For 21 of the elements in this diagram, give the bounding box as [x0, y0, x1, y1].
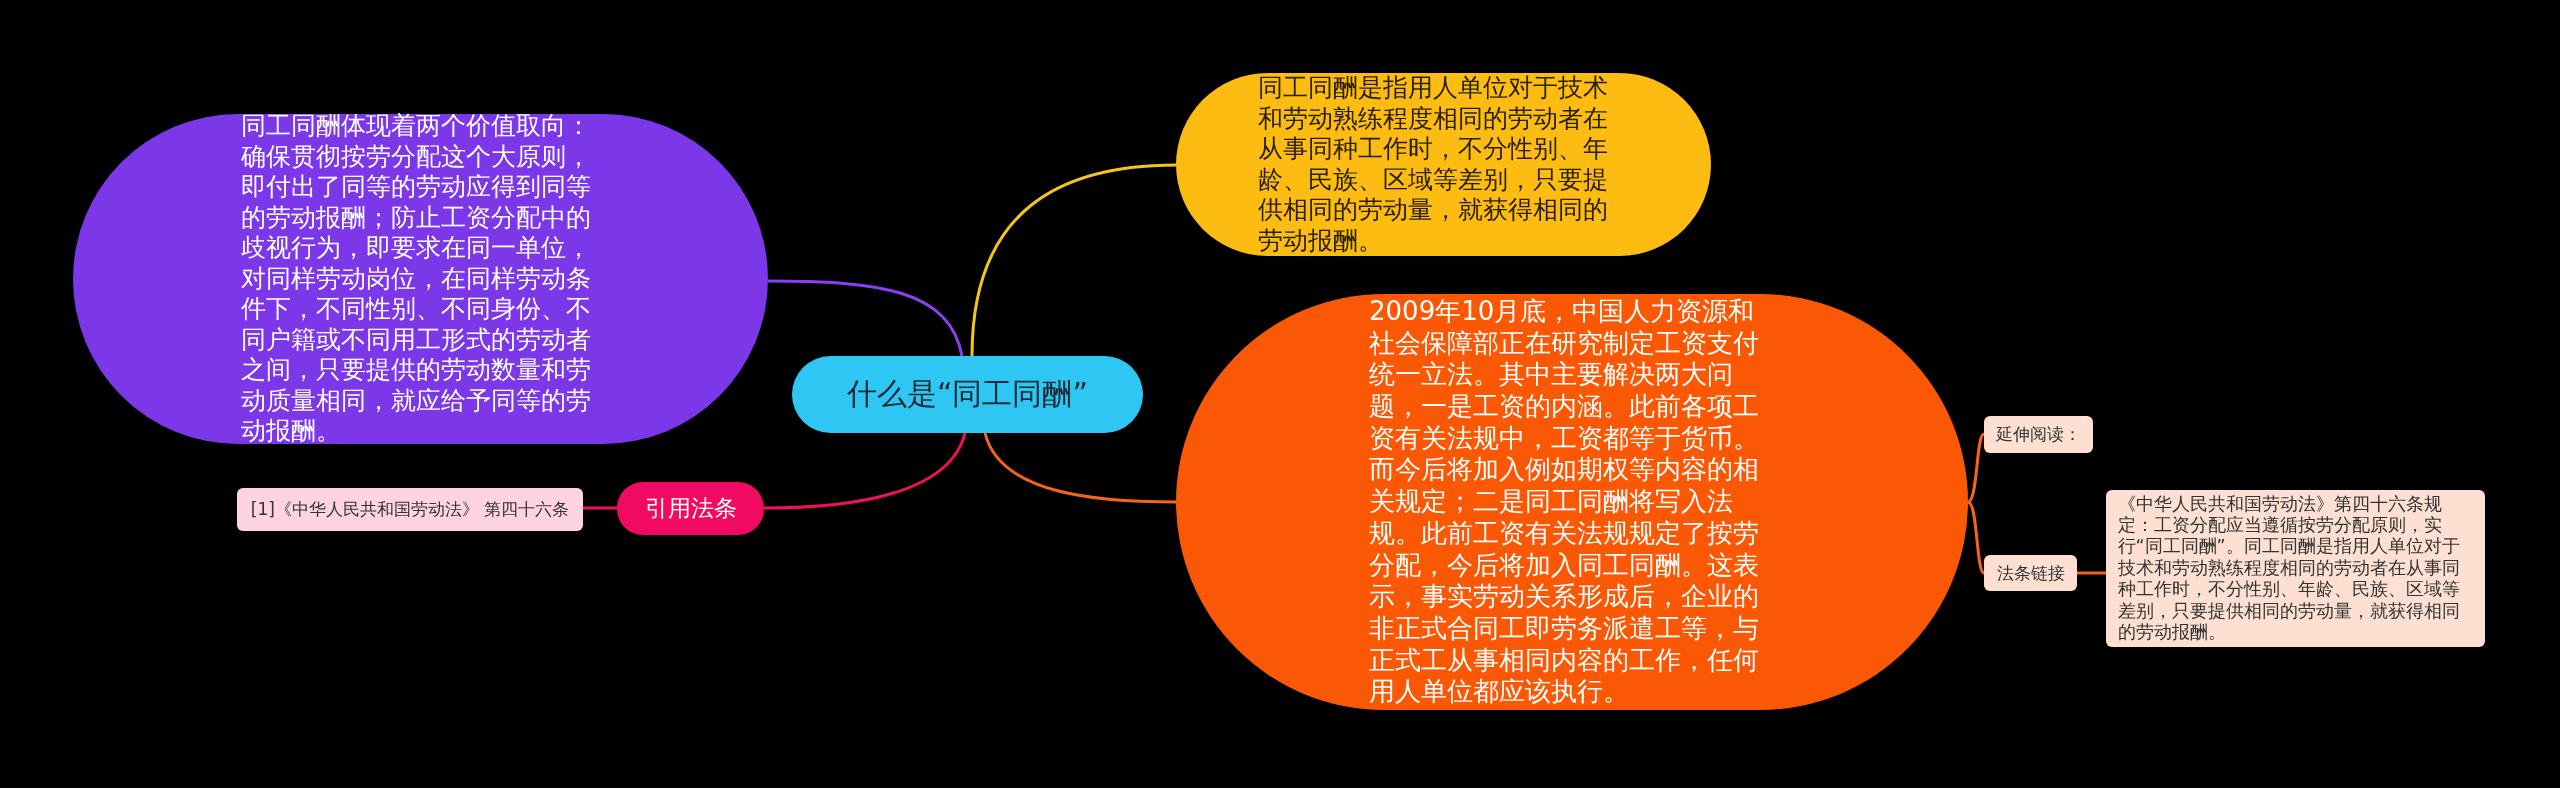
connector-line: [983, 432, 1176, 504]
law-text: 《中华人民共和国劳动法》第四十六条规定：工资分配应当遵循按劳分配原则，实行“同工同酬”。同工同酬是指用人单位对于技术和劳动熟练程度相同的劳动者在从事同种工作时，不分性别、年龄、民族、区域等差别，只要提供相同的劳动量，就获得相同的劳动报酬。: [2117, 493, 2461, 644]
topic-bubble: [617, 482, 764, 535]
subtopic-text: 法条链接: [1996, 562, 2065, 584]
subtopic-box: [1984, 555, 2077, 591]
connector-line: [1967, 500, 1986, 575]
reference-box: [237, 488, 583, 531]
connector-line: [1967, 432, 1986, 504]
topic-text: 引用法条: [644, 494, 737, 523]
topic-text: 什么是“同工同酬”: [846, 376, 1089, 413]
topic-text: 同工同酬体现着两个价值取向：确保贯彻按劳分配这个大原则，即付出了同等的劳动应得到同等的劳动报酬；防止工资分配中的歧视行为，即要求在同一单位，对同样劳动岗位，在同样劳动条件下，不同性别、不同身份、不同户籍或不同用工形式的劳动者之间，只要提供的劳动数量和劳动质量相同，就应给予同等的劳动报酬。: [240, 111, 592, 447]
subtopic-box: [1984, 416, 2093, 453]
connector-line: [583, 506, 617, 510]
connector-line: [2077, 571, 2106, 575]
topic-text: 同工同酬是指用人单位对于技术和劳动熟练程度相同的劳动者在从事同种工作时，不分性别、年龄、民族、区域等差别，只要提供相同的劳动量，就获得相同的劳动报酬。: [1257, 73, 1609, 256]
connector-line: [970, 163, 1177, 357]
connector-line: [768, 279, 964, 357]
subtopic-text: 延伸阅读：: [1996, 424, 2081, 445]
reference-text: [1]《中华人民共和国劳动法》 第四十六条: [250, 499, 570, 520]
connector-line: [763, 432, 967, 510]
topic-text: 2009年10月底，中国人力资源和社会保障部正在研究制定工资支付统一立法。其中主要解决两大问题，一是工资的内涵。此前各项工资有关法规中，工资都等于货币。而今后将加入例如期权等内容的相关规定；二是同工同酬将写入法规。此前工资有关法规规定了按劳分配，今后将加入同工同酬。这表示，事实劳动关系形成后，企业的非正式合同工即劳务派遣工等，与正式工从事相同内容的工作，任何用人单位都应该执行。: [1369, 295, 1760, 709]
